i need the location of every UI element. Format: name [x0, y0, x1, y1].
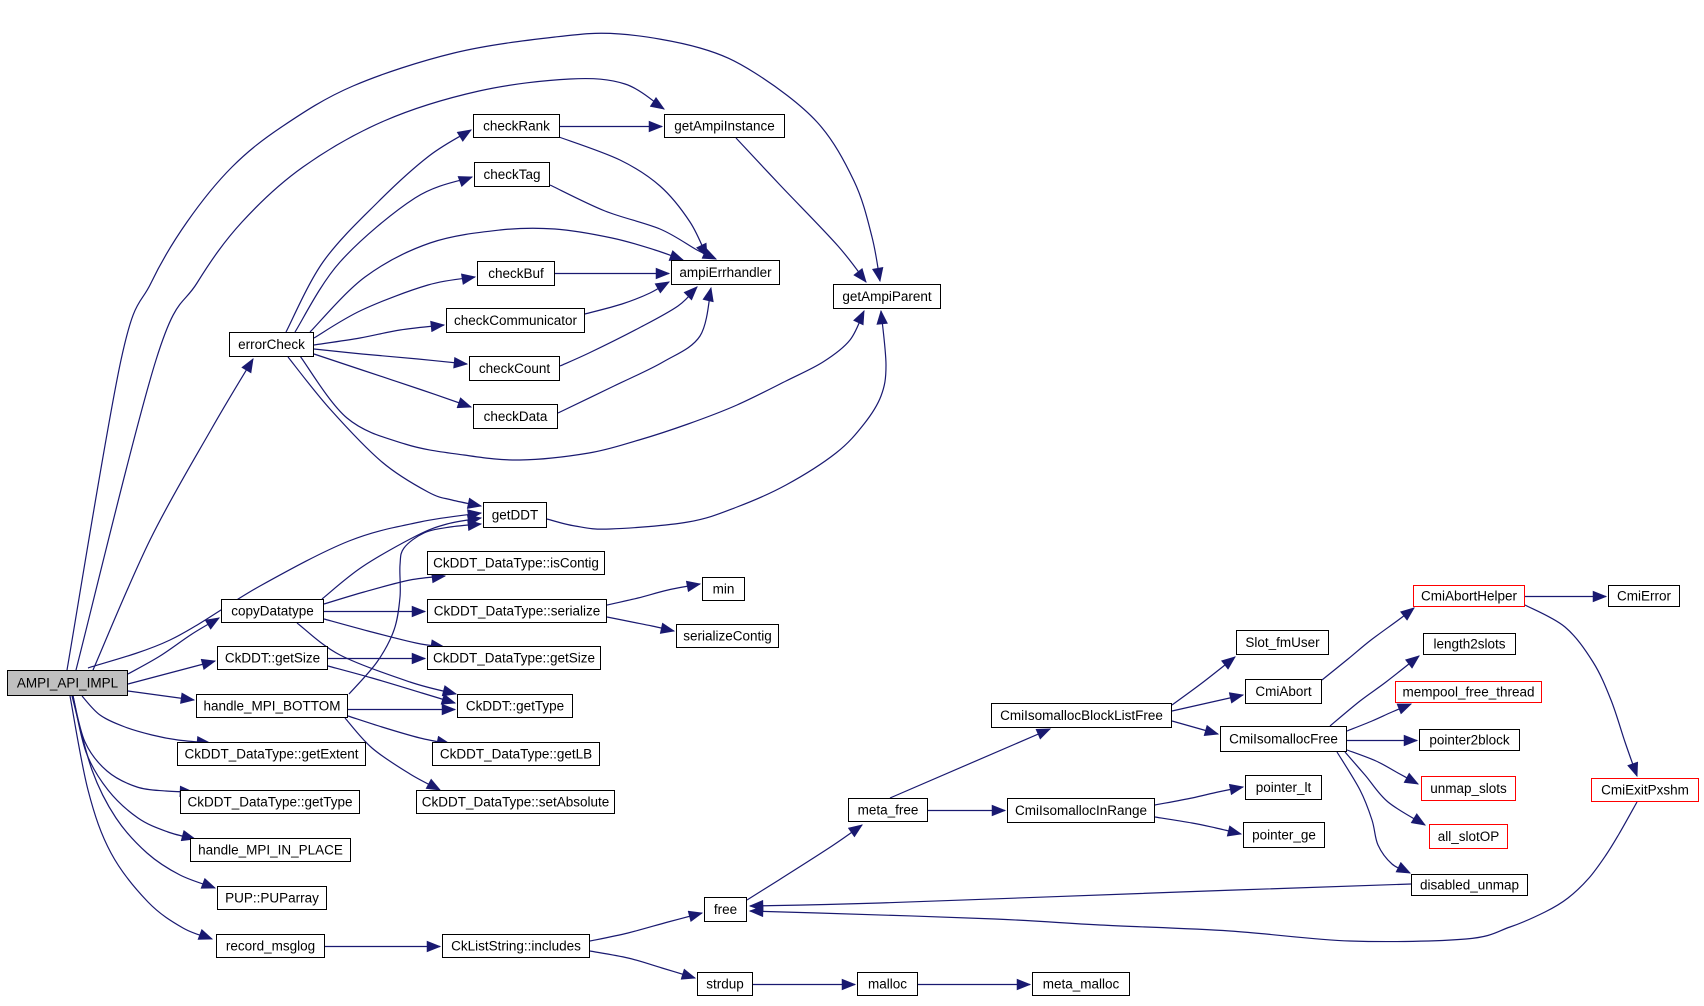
svg-text:CmiIsomallocFree: CmiIsomallocFree — [1229, 732, 1338, 747]
svg-text:CkDDT::getSize: CkDDT::getSize — [225, 651, 320, 666]
svg-text:CkListString::includes: CkListString::includes — [451, 939, 581, 954]
svg-text:handle_MPI_IN_PLACE: handle_MPI_IN_PLACE — [198, 843, 343, 858]
svg-text:CkDDT_DataType::getExtent: CkDDT_DataType::getExtent — [184, 747, 358, 762]
svg-text:CkDDT_DataType::getLB: CkDDT_DataType::getLB — [440, 747, 592, 762]
svg-text:record_msglog: record_msglog — [226, 939, 315, 954]
svg-text:getAmpiInstance: getAmpiInstance — [674, 119, 775, 134]
svg-text:errorCheck: errorCheck — [238, 337, 305, 352]
svg-text:CkDDT_DataType::serialize: CkDDT_DataType::serialize — [434, 604, 601, 619]
svg-text:CmiIsomallocBlockListFree: CmiIsomallocBlockListFree — [1000, 708, 1163, 723]
svg-text:CmiAbortHelper: CmiAbortHelper — [1421, 589, 1518, 604]
svg-text:copyDatatype: copyDatatype — [231, 604, 314, 619]
svg-text:CkDDT_DataType::getType: CkDDT_DataType::getType — [187, 795, 352, 810]
svg-text:pointer2block: pointer2block — [1429, 733, 1510, 748]
svg-text:pointer_lt: pointer_lt — [1256, 780, 1312, 795]
svg-text:PUP::PUParray: PUP::PUParray — [225, 891, 319, 906]
svg-text:checkRank: checkRank — [483, 119, 550, 134]
svg-text:all_slotOP: all_slotOP — [1438, 829, 1500, 844]
svg-text:meta_free: meta_free — [858, 803, 919, 818]
svg-text:getDDT: getDDT — [492, 508, 539, 523]
svg-text:min: min — [713, 582, 735, 597]
svg-text:checkCommunicator: checkCommunicator — [454, 313, 578, 328]
svg-text:CmiIsomallocInRange: CmiIsomallocInRange — [1015, 803, 1147, 818]
svg-text:AMPI_API_IMPL: AMPI_API_IMPL — [17, 676, 119, 691]
svg-text:CkDDT_DataType::setAbsolute: CkDDT_DataType::setAbsolute — [422, 795, 610, 810]
svg-text:checkCount: checkCount — [479, 361, 551, 376]
svg-text:CmiAbort: CmiAbort — [1255, 684, 1312, 699]
svg-text:pointer_ge: pointer_ge — [1252, 828, 1316, 843]
svg-text:meta_malloc: meta_malloc — [1043, 977, 1120, 992]
svg-text:ampiErrhandler: ampiErrhandler — [679, 265, 772, 280]
svg-text:CmiError: CmiError — [1617, 589, 1671, 604]
svg-text:CmiExitPxshm: CmiExitPxshm — [1601, 783, 1689, 798]
svg-text:checkData: checkData — [484, 409, 548, 424]
svg-text:unmap_slots: unmap_slots — [1430, 781, 1507, 796]
svg-text:CkDDT::getType: CkDDT::getType — [466, 699, 564, 714]
svg-text:free: free — [714, 902, 737, 917]
svg-text:getAmpiParent: getAmpiParent — [842, 289, 932, 304]
svg-text:checkTag: checkTag — [483, 167, 540, 182]
svg-text:CkDDT_DataType::isContig: CkDDT_DataType::isContig — [433, 556, 599, 571]
svg-text:Slot_fmUser: Slot_fmUser — [1245, 635, 1320, 650]
svg-text:handle_MPI_BOTTOM: handle_MPI_BOTTOM — [203, 699, 340, 714]
svg-text:malloc: malloc — [868, 977, 907, 992]
svg-text:strdup: strdup — [706, 977, 744, 992]
svg-text:mempool_free_thread: mempool_free_thread — [1402, 685, 1534, 700]
svg-text:length2slots: length2slots — [1433, 637, 1505, 652]
svg-text:serializeContig: serializeContig — [683, 629, 772, 644]
svg-text:checkBuf: checkBuf — [488, 266, 544, 281]
svg-text:disabled_unmap: disabled_unmap — [1420, 878, 1519, 893]
svg-text:CkDDT_DataType::getSize: CkDDT_DataType::getSize — [433, 651, 595, 666]
